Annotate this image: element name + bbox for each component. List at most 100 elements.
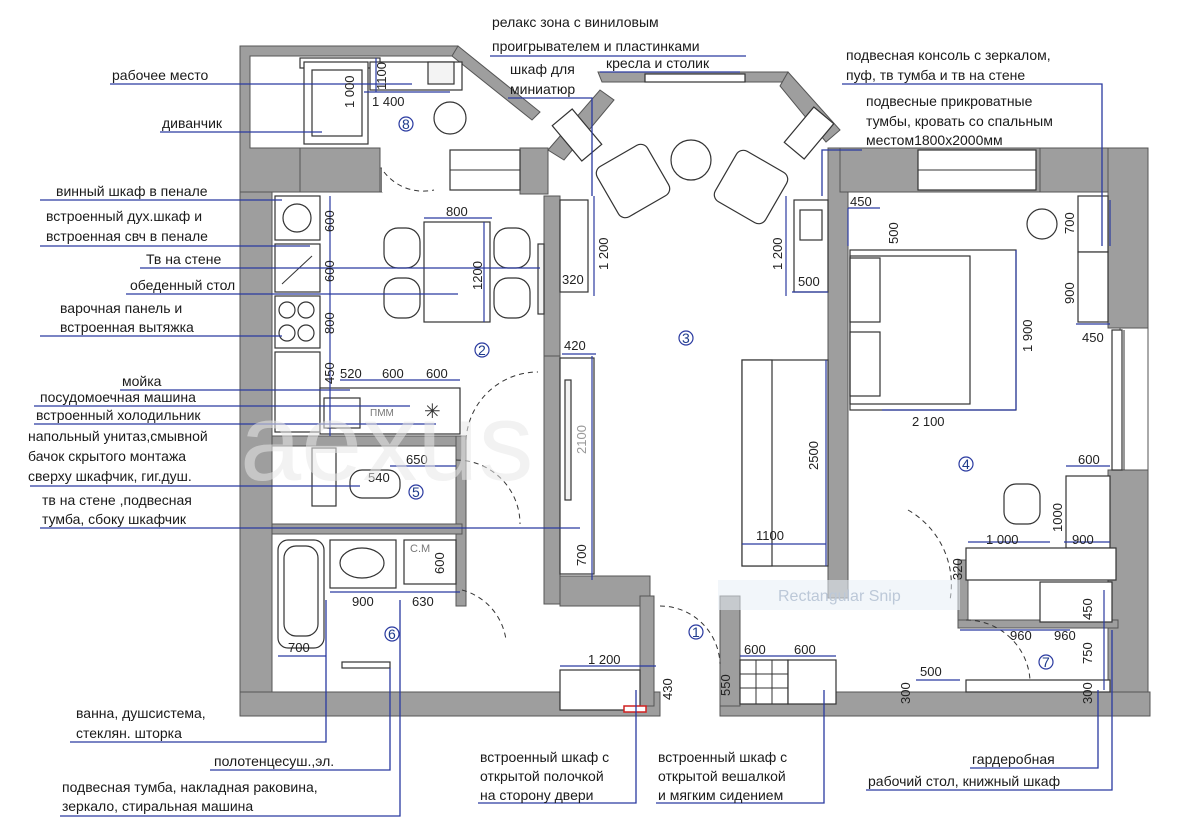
label-sofa: диванчик [162, 115, 223, 131]
dim-700-bath: 700 [288, 640, 310, 655]
room-number-8: 8 [402, 116, 410, 132]
dimension-lines [278, 58, 1111, 690]
label-wardrobe: гардеробная [972, 751, 1055, 767]
room-number-4: 4 [962, 456, 970, 472]
label-wc-3: сверху шкафчик, гиг.душ. [28, 468, 192, 484]
label-dining-table: обеденный стол [130, 277, 235, 293]
label-relax-2: проигрывателем и пластинками [492, 38, 700, 54]
label-console-2: пуф, тв тумба и тв на стене [846, 67, 1025, 83]
watermark: aexus [240, 381, 534, 504]
dim-600-a: 600 [322, 210, 337, 232]
dim-600-closet-b: 600 [794, 642, 816, 657]
dim-700-tv: 700 [574, 544, 589, 566]
dim-960-a: 960 [1010, 628, 1032, 643]
label-sink: мойка [122, 373, 162, 389]
dim-420: 420 [564, 338, 586, 353]
dim-800-b: 800 [322, 312, 337, 334]
dim-630: 630 [412, 594, 434, 609]
dim-800-table: 800 [446, 204, 468, 219]
dim-600-desk: 600 [1078, 452, 1100, 467]
leader-lines [30, 55, 1113, 817]
label-dishwasher: посудомоечная машина [40, 389, 196, 405]
label-wc-tv-2: тумба, сбоку шкафчик [42, 511, 187, 527]
label-chairs: кресла и столик [606, 55, 710, 71]
label-mini-2: миниатюр [510, 81, 575, 97]
room-number-1: 1 [692, 624, 700, 640]
dim-1000-desk: 1 000 [986, 532, 1019, 547]
label-oven-1: встроенный дух.шкаф и [46, 208, 202, 224]
label-oven-2: встроенная свч в пенале [46, 228, 208, 244]
dim-1200-mini: 1 200 [596, 237, 611, 270]
dim-1100-sofa: 1100 [756, 528, 784, 543]
label-fridge: встроенный холодильник [36, 407, 201, 423]
dim-700-right: 700 [1062, 212, 1077, 234]
label-bedside-1: подвесные прикроватные [866, 93, 1033, 109]
dim-450-wardrobe: 450 [1080, 598, 1095, 620]
label-console-1: подвесная консоль с зеркалом, [846, 47, 1051, 63]
label-vanity-2: зеркало, стиральная машина [62, 798, 253, 814]
dim-320-desk: 320 [950, 558, 965, 580]
dim-1200-console: 1 200 [770, 237, 785, 270]
dim-600-bath: 600 [432, 552, 447, 574]
dim-540: 540 [368, 470, 390, 485]
label-relax-1: релакс зона с виниловым [492, 14, 659, 30]
label-closet2-3: и мягким сидением [658, 787, 783, 803]
dim-1900-bed: 1 900 [1020, 319, 1035, 352]
dim-2500-sofa: 2500 [806, 441, 821, 470]
label-wc-tv-1: тв на стене ,подвесная [42, 492, 192, 508]
dim-1200-table: 1200 [470, 261, 485, 290]
label-closet2-2: открытой вешалкой [658, 768, 786, 784]
fridge-star-icon: ✳ [424, 399, 441, 423]
dim-750: 750 [1080, 642, 1095, 664]
room-number-2: 2 [478, 342, 486, 358]
room-number-6: 6 [388, 626, 396, 642]
mark-pmm: ПММ [370, 408, 394, 419]
label-closet1-3: на сторону двери [480, 787, 593, 803]
label-closet1-1: встроенный шкаф с [480, 749, 609, 765]
room-number-3: 3 [682, 330, 690, 346]
dim-2100-bed: 2 100 [912, 414, 945, 429]
dim-900-desk: 900 [1072, 532, 1094, 547]
dim-320-mini: 320 [562, 272, 584, 287]
label-desk-shelf: рабочий стол, книжный шкаф [868, 773, 1060, 789]
dim-430: 430 [660, 678, 675, 700]
dim-1100-room8: 1100 [374, 62, 389, 90]
label-towel: полотенцесуш.,эл. [214, 753, 334, 769]
dim-600-closet-a: 600 [744, 642, 766, 657]
furniture [274, 61, 1117, 713]
dim-500-bedside: 500 [886, 222, 901, 244]
label-bedside-3: местом1800х2000мм [866, 132, 1003, 148]
label-wc-2: бачок скрытого монтажа [28, 448, 186, 464]
doors [383, 171, 1031, 681]
overlays: aexus Rectangular Snip [240, 381, 960, 610]
dim-900-bath: 900 [352, 594, 374, 609]
dim-650: 650 [406, 452, 428, 467]
dim-500-console: 500 [798, 274, 820, 289]
dim-600-b: 600 [322, 260, 337, 282]
room-number-5: 5 [412, 484, 420, 500]
room-numbers: 1 2 3 4 5 6 7 8 [384, 116, 1054, 670]
dim-300-a: 300 [898, 682, 913, 704]
dim-450-right: 450 [1082, 330, 1104, 345]
label-closet1-2: открытой полочкой [480, 768, 604, 784]
dim-900-right: 900 [1062, 282, 1077, 304]
dim-1200-closet: 1 200 [588, 652, 621, 667]
appliance-marks: ПММ ✳ С.М [370, 399, 441, 555]
label-work-place: рабочее место [112, 67, 208, 83]
room-number-7: 7 [1042, 654, 1050, 670]
dim-1000-desk-v: 1000 [1050, 503, 1065, 532]
dim-500-wardrobe: 500 [920, 664, 942, 679]
label-wc-1: напольный унитаз,смывной [28, 428, 208, 444]
label-bath-1: ванна, душсистема, [76, 705, 206, 721]
dim-1400: 1 400 [372, 94, 405, 109]
dim-2100-tv: 2100 [574, 425, 589, 454]
label-bath-2: стеклян. шторка [76, 725, 182, 741]
label-bedside-2: тумбы, кровать со спальным [866, 113, 1053, 129]
label-closet2-1: встроенный шкаф с [658, 749, 787, 765]
dim-600-c: 600 [382, 366, 404, 381]
dim-550: 550 [718, 674, 733, 696]
label-hob-1: варочная панель и [60, 300, 182, 316]
dimension-numbers: 1 000 1100 1 400 800 1200 600 600 800 45… [288, 62, 1104, 704]
dim-600-d: 600 [426, 366, 448, 381]
